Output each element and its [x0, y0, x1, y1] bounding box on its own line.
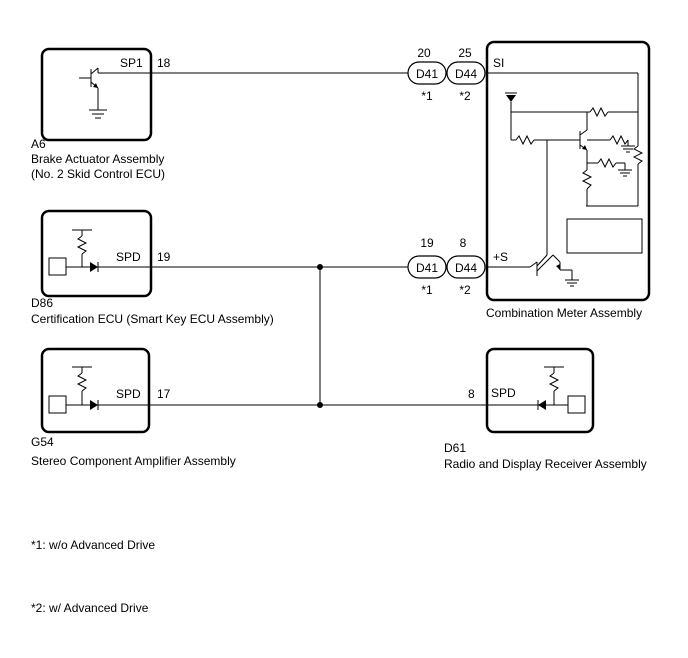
meter-ic-block-icon	[566, 218, 643, 254]
footnote-1: *1: w/o Advanced Drive	[31, 538, 155, 552]
a6-pin-number: 18	[157, 56, 171, 70]
a6-code: A6	[31, 137, 46, 151]
d86-box	[40, 209, 153, 298]
a6-component: SP1 18 A6 Brake Actuator Assembly (No. 2…	[31, 47, 171, 181]
diode-icon	[90, 400, 99, 410]
transistor-icon	[79, 67, 150, 110]
splice-point-upper	[317, 264, 323, 270]
connector-d44-bottom	[446, 255, 486, 279]
d86-code: D86	[31, 296, 53, 310]
a6-name-line1: Brake Actuator Assembly	[31, 152, 164, 166]
meter-name: Combination Meter Assembly	[486, 306, 642, 320]
d61-terminal-label: SPD	[491, 386, 516, 400]
g54-pin-number: 17	[157, 387, 171, 401]
d86-terminal-label: SPD	[116, 250, 141, 264]
connector-d44-bottom-note: *2	[459, 283, 471, 297]
diode-icon	[537, 400, 546, 410]
d61-name: Radio and Display Receiver Assembly	[444, 457, 647, 471]
connector-d44-bottom-pin: 8	[460, 236, 467, 250]
pullup-resistor-icon	[72, 229, 92, 267]
g54-terminal-label: SPD	[116, 387, 141, 401]
d86-name: Certification ECU (Smart Key ECU Assembl…	[31, 312, 274, 326]
connector-group-bottom: D41 D44 19 8 *1 *2	[407, 236, 486, 297]
connector-d41-top-label: D41	[416, 67, 438, 81]
footnote-2: *2: w/ Advanced Drive	[31, 601, 149, 615]
meter-terminal-plus-s: +S	[493, 250, 508, 264]
connector-d41-bottom-pin: 19	[420, 236, 434, 250]
d86-component: SPD 19 D86 Certification ECU (Smart Key …	[31, 209, 274, 326]
connector-d41-top-note: *1	[421, 89, 433, 103]
meter-internal-circuit	[486, 72, 644, 287]
d61-code: D61	[444, 441, 466, 455]
g54-code: G54	[31, 435, 54, 449]
d61-component: SPD 8 D61 Radio and Display Receiver Ass…	[444, 347, 647, 471]
g54-component: SPD 17 G54 Stereo Component Amplifier As…	[31, 347, 236, 468]
d61-box	[485, 347, 595, 434]
pullup-resistor-icon	[72, 366, 92, 405]
connector-d41-bottom-note: *1	[421, 283, 433, 297]
splice-point-lower	[317, 402, 323, 408]
a6-terminal-label: SP1	[120, 56, 143, 70]
connector-d41-top-pin: 20	[417, 46, 431, 60]
d61-pin-number: 8	[468, 387, 475, 401]
connector-d44-top-label: D44	[455, 67, 477, 81]
connector-d41-bottom-label: D41	[416, 261, 438, 275]
pullup-resistor-icon	[544, 366, 564, 405]
connector-d41-bottom	[407, 255, 447, 279]
diode-icon	[90, 262, 99, 272]
connector-d41-top	[407, 61, 447, 85]
combination-meter-component: SI +S Combination Meter Assembly	[485, 40, 651, 320]
meter-box	[485, 40, 651, 302]
meter-terminal-si: SI	[493, 56, 504, 70]
g54-name: Stereo Component Amplifier Assembly	[31, 454, 236, 468]
g54-box	[40, 347, 151, 434]
connector-group-top: D41 D44 20 25 *1 *2	[407, 46, 486, 103]
connector-d44-top-note: *2	[459, 89, 471, 103]
a6-name-line2: (No. 2 Skid Control ECU)	[31, 167, 165, 181]
connector-d44-top-pin: 25	[458, 46, 472, 60]
connector-d44-bottom-label: D44	[455, 261, 477, 275]
d86-pin-number: 19	[157, 250, 171, 264]
a6-box	[40, 47, 153, 142]
connector-d44-top	[446, 61, 486, 85]
ground-icon	[89, 109, 107, 119]
